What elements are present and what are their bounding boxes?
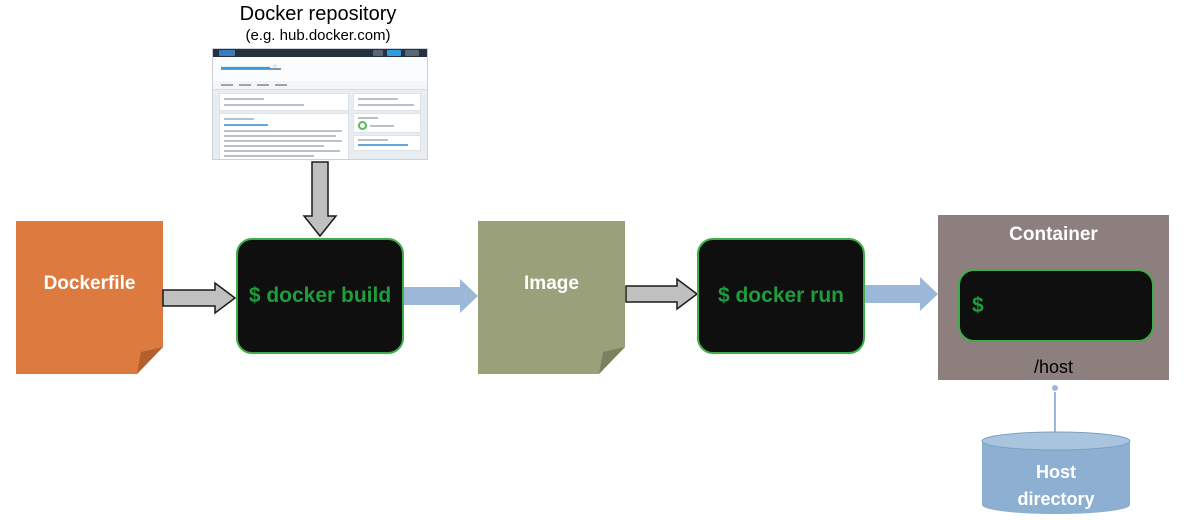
host-mount-dot: [1052, 385, 1058, 391]
host-directory-label-line1: Host: [1036, 462, 1076, 482]
screenshot-card: [353, 135, 421, 151]
image-note-fold: [599, 347, 625, 374]
screenshot-navbar: [213, 49, 427, 57]
screenshot-card: [353, 93, 421, 111]
repository-to-build-arrow: [302, 161, 338, 238]
build-to-image-arrow: [404, 279, 478, 313]
dockerfile-note-shape: [16, 221, 163, 374]
repository-title: Docker repository: [239, 3, 397, 25]
dockerfile-to-build-arrow: [162, 281, 237, 315]
container-terminal: $: [958, 269, 1154, 342]
container-node: Container $ /host: [938, 215, 1169, 380]
repository-subtitle: (e.g. hub.docker.com): [245, 27, 391, 44]
container-prompt: $: [972, 293, 984, 317]
image-note-shape: [478, 221, 625, 374]
screenshot-tabs: [213, 81, 427, 90]
screenshot-card: [219, 93, 349, 111]
host-directory-label: Host directory: [982, 459, 1130, 513]
screenshot-card: [353, 113, 421, 133]
dockerfile-note-fold: [137, 347, 163, 374]
repository-screenshot: ▬▬▬▬▬▬▬ ☆: [212, 48, 428, 160]
screenshot-header: ▬▬▬▬▬▬▬ ☆: [213, 57, 427, 81]
host-directory-node: Host directory: [982, 432, 1130, 514]
dockerfile-label: Dockerfile: [43, 273, 136, 294]
docker-build-terminal: $ docker build: [236, 238, 404, 354]
dockerfile-node: Dockerfile: [16, 221, 163, 374]
docker-build-command: $ docker build: [248, 284, 392, 307]
host-directory-label-line2: directory: [1017, 489, 1095, 509]
screenshot-card: [219, 113, 349, 159]
docker-run-command: $ docker run: [717, 284, 845, 307]
docker-run-terminal: $ docker run: [697, 238, 865, 354]
run-to-container-arrow: [865, 277, 938, 311]
image-label: Image: [524, 273, 579, 294]
host-directory-cylinder-shape: [981, 431, 1131, 514]
container-title: Container: [1009, 224, 1098, 245]
host-mount-label: /host: [1033, 357, 1074, 377]
image-node: Image: [478, 221, 625, 374]
image-to-run-arrow: [625, 277, 699, 311]
